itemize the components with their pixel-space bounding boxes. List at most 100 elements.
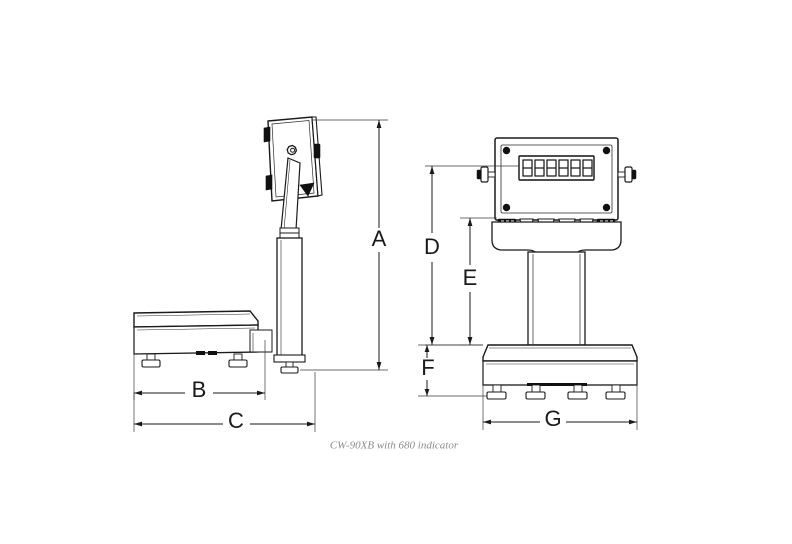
platform-top-deck-side <box>133 310 259 328</box>
foot-stem <box>611 384 621 393</box>
arrow-C-left-icon <box>134 421 142 427</box>
dimension-label-C: C <box>228 408 244 433</box>
knob-cap-left-icon <box>476 169 482 180</box>
arrow-A-bottom-icon <box>376 362 382 370</box>
corner-screw-bottom-right-icon <box>602 203 611 212</box>
collar-ring-2 <box>279 232 300 239</box>
platform-front <box>482 344 638 386</box>
column-post-body-front <box>527 251 586 346</box>
front-view-group: D E F <box>418 137 638 431</box>
mounting-knobs-front <box>476 166 637 183</box>
leveling-foot-front-2 <box>525 384 546 400</box>
platform-skirt-front <box>482 360 638 386</box>
mounting-knob-side <box>286 144 298 156</box>
indicator-shroud-front <box>491 221 622 256</box>
indicator-head-side <box>263 116 323 202</box>
leveling-foot-front-4 <box>605 384 626 400</box>
dimension-label-G: G <box>544 406 561 431</box>
indicator-head-front <box>476 137 637 256</box>
indicator-body-inner-side <box>271 120 315 198</box>
knob-head-right-icon <box>624 166 633 183</box>
foot-pad <box>486 391 507 400</box>
arrow-E-top-icon <box>467 218 473 226</box>
collar-ring-1 <box>279 227 300 234</box>
neck-inner-line-left <box>283 159 291 231</box>
side-view-group: A B C <box>133 116 388 433</box>
seven-segment-digit <box>582 159 593 177</box>
platform-underside-strip-icon <box>527 383 587 386</box>
knob-cap-right-icon <box>631 169 637 180</box>
foot-pad-column <box>280 366 299 374</box>
arrow-F-top-icon <box>424 345 430 352</box>
platform-skirt-side <box>133 324 259 355</box>
dimension-A: A <box>300 119 388 371</box>
platform-column-bracket <box>249 329 273 353</box>
underside-detail-1-icon <box>196 351 205 355</box>
drawing-caption: CW-90XB with 680 indicator <box>330 440 459 452</box>
foot-stem <box>233 353 243 361</box>
foot-stem <box>531 384 541 393</box>
mounting-knob-right <box>617 166 637 183</box>
seven-segment-digit <box>558 159 569 177</box>
mounting-bracket-upper-icon <box>263 126 271 143</box>
column-post-front <box>527 251 586 346</box>
foot-pad <box>228 359 248 368</box>
arrow-D-top-icon <box>429 166 435 174</box>
platform-skirt-inner-line <box>136 327 256 331</box>
platform-top-deck-front <box>482 344 638 362</box>
arrow-G-right-icon <box>629 419 637 425</box>
leveling-foot-front-1 <box>486 384 507 400</box>
foot-pad <box>567 391 588 400</box>
column-base-plate <box>273 354 306 363</box>
indicator-rear-tab-icon <box>313 143 321 159</box>
knob-center-icon <box>290 147 296 153</box>
dimension-label-D: D <box>424 234 440 259</box>
underside-detail-2-icon <box>208 351 217 355</box>
corner-screw-bottom-left-icon <box>502 203 511 212</box>
arrow-D-bottom-icon <box>429 337 435 345</box>
arrow-B-left-icon <box>134 390 142 396</box>
seven-segment-digit <box>534 159 545 177</box>
platform-feet-front <box>486 384 626 400</box>
platform-side <box>133 310 273 355</box>
mounting-bracket-lower-icon <box>265 174 273 191</box>
leveling-foot-front-3 <box>567 384 588 400</box>
corner-screw-top-left-icon <box>502 146 511 155</box>
corner-screws <box>502 146 611 212</box>
dimension-label-A: A <box>372 226 387 251</box>
leveling-foot-side-2 <box>228 353 248 368</box>
dimension-B: B <box>133 327 266 402</box>
foot-pad <box>141 359 161 368</box>
arrow-A-top-icon <box>376 120 382 128</box>
column-base-side <box>273 354 306 363</box>
foot-stem <box>492 384 502 393</box>
column-collar-side <box>279 227 300 239</box>
knob-head-left-icon <box>480 166 489 183</box>
mounting-knob-left <box>476 166 496 183</box>
seven-segment-digit <box>522 159 533 177</box>
display-digits <box>522 159 593 177</box>
arrow-G-left-icon <box>483 419 491 425</box>
corner-screw-top-right-icon <box>602 146 611 155</box>
indicator-corner-fold-icon <box>299 182 315 197</box>
platform-deck-highlight <box>136 313 251 317</box>
dimension-C: C <box>133 372 316 433</box>
platform-feet-side <box>141 353 248 368</box>
arrow-E-bottom-icon <box>467 337 473 345</box>
seven-segment-digit <box>570 159 581 177</box>
arrow-C-right-icon <box>307 421 315 427</box>
foot-pad <box>605 391 626 400</box>
foot-stem <box>573 384 583 393</box>
dimension-F: F <box>418 344 487 397</box>
foot-stem <box>146 353 156 361</box>
column-foot-side <box>280 361 299 374</box>
arrow-B-right-icon <box>257 390 265 396</box>
arrow-F-bottom-icon <box>424 389 430 396</box>
column-post-side <box>276 237 303 359</box>
display-window <box>518 155 595 181</box>
dimension-label-E: E <box>463 265 478 290</box>
dimension-label-F: F <box>421 355 434 380</box>
leveling-foot-side-1 <box>141 353 161 368</box>
